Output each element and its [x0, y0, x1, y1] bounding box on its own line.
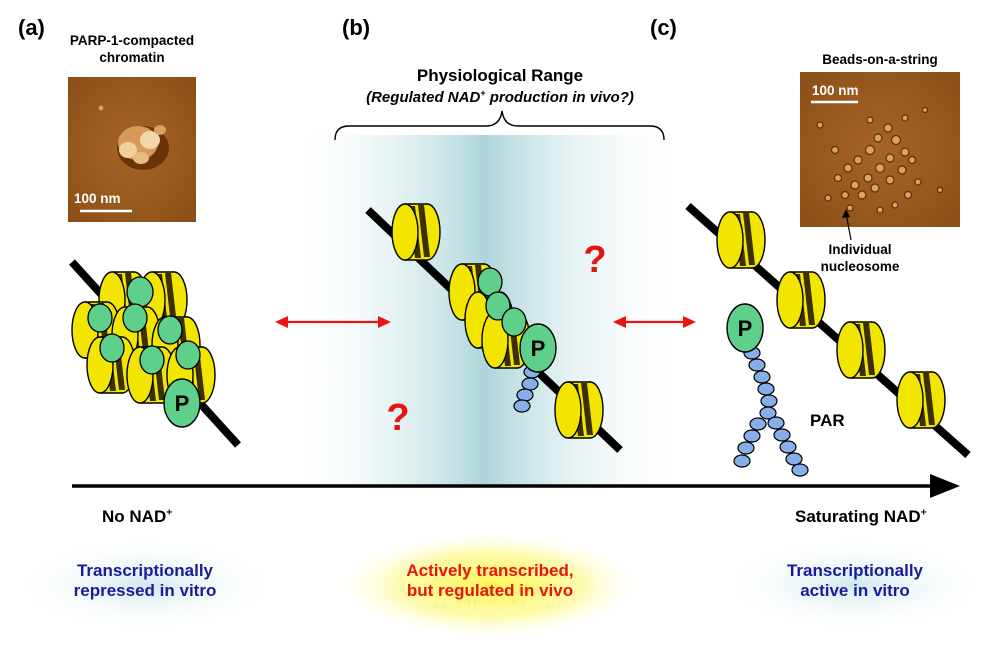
glow-b [335, 530, 645, 640]
parp-b-label: P [531, 336, 546, 361]
state-label-c: Transcriptionally active in vitro [750, 561, 960, 602]
parp-c-label: P [738, 316, 753, 341]
glow-c [720, 537, 990, 633]
double-arrow-left [275, 316, 391, 328]
afm-image-compacted [68, 77, 196, 222]
afm-a-caption-line1: PARP-1-compacted [69, 33, 195, 48]
axis-label-left: No NAD+ [102, 507, 172, 527]
range-title: Physiological Range [416, 66, 584, 85]
nucleosome-pointer-head [842, 209, 850, 218]
axis-label-right: Saturating NAD+ [795, 507, 927, 527]
range-subtitle: (Regulated NAD+ production in vivo?) [300, 88, 700, 106]
state-b-line2: but regulated in vivo [406, 581, 574, 601]
nucleosome-pointer-arrow [845, 212, 852, 241]
question-mark-lower: ? [386, 397, 409, 439]
range-brace [334, 110, 665, 141]
axis-right-sup: + [920, 507, 927, 519]
range-subtitle-sup: + [480, 88, 486, 98]
panel-label-b: (b) [342, 15, 371, 40]
axis-right-text: Saturating NAD [795, 507, 921, 526]
parp-b [519, 323, 557, 373]
state-a-line1: Transcriptionally [76, 561, 214, 580]
afm-image-beads [800, 72, 960, 227]
panel-label-c: (c) [650, 15, 677, 40]
individual-nucleosome-line1: Individual [828, 242, 892, 257]
par-label: PAR [810, 411, 845, 430]
axis-left-text: No NAD [102, 507, 167, 526]
glow-a [10, 537, 280, 633]
parp-a-label: P [175, 391, 190, 416]
question-mark-upper: ? [583, 239, 606, 281]
compacted-chromatin: P [69, 259, 241, 448]
individual-nucleosome-label: Individual nucleosome [800, 242, 920, 276]
afm-c-scale-label: 100 nm [812, 83, 859, 98]
state-c-line2: active in vitro [800, 581, 910, 601]
afm-a-caption-line2: chromatin [99, 49, 165, 65]
free-parp-par: P [726, 303, 809, 477]
state-label-b: Actively transcribed, but regulated in v… [365, 561, 615, 602]
parp-c [726, 303, 764, 353]
afm-a-scale-label: 100 nm [74, 191, 121, 206]
nad-axis-arrowhead [930, 474, 960, 498]
partial-chromatin: P [365, 203, 623, 453]
parp-a [163, 378, 201, 428]
state-label-a: Transcriptionally repressed in vitro [40, 561, 250, 602]
state-b-line1: Actively transcribed, [406, 561, 574, 580]
range-subtitle-pre: (Regulated NAD [366, 89, 481, 106]
open-chromatin [685, 203, 971, 458]
range-subtitle-post: production in vivo?) [485, 89, 634, 106]
afm-c-caption: Beads-on-a-string [822, 52, 938, 67]
afm-a-caption: PARP-1-compacted chromatin [62, 33, 202, 67]
state-c-line1: Transcriptionally [786, 561, 924, 580]
double-arrow-right [613, 316, 696, 328]
individual-nucleosome-line2: nucleosome [820, 258, 900, 274]
panel-label-a: (a) [18, 15, 45, 40]
state-a-line2: repressed in vitro [73, 581, 217, 601]
axis-left-sup: + [166, 507, 173, 519]
